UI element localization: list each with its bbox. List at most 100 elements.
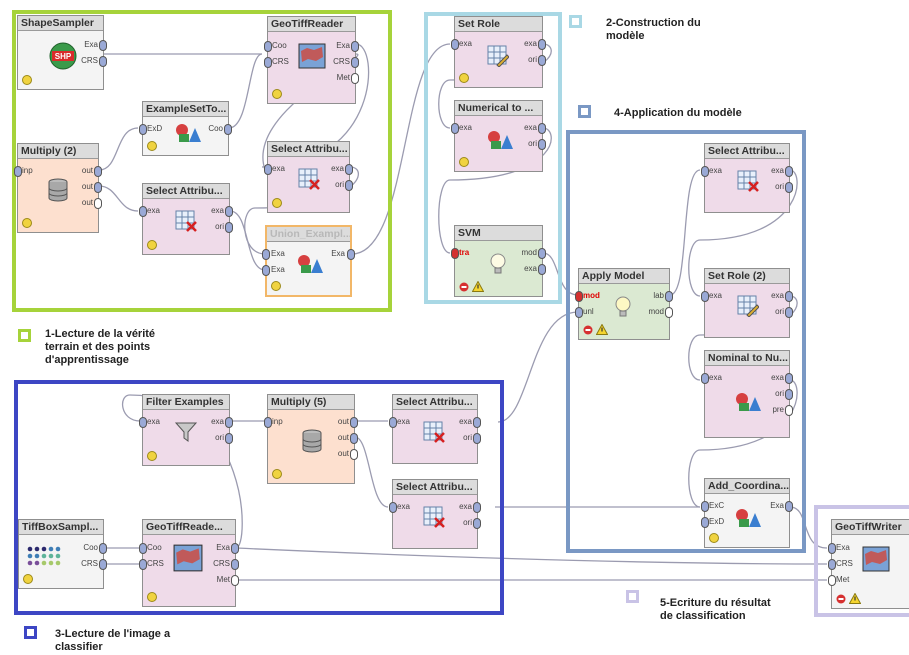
output-port[interactable] — [351, 57, 359, 68]
input-port[interactable] — [701, 501, 709, 512]
output-port[interactable] — [538, 55, 546, 66]
op-union-examples[interactable]: Union_Exampl... Exa Exa Exa — [262, 225, 355, 297]
output-port[interactable] — [473, 502, 481, 513]
output-port[interactable] — [538, 123, 546, 134]
op-set-role-2[interactable]: Set Role (2) exa exa ori — [701, 268, 793, 338]
input-port[interactable] — [139, 124, 147, 135]
output-port[interactable] — [351, 41, 359, 52]
input-port[interactable] — [701, 166, 709, 177]
input-port[interactable] — [575, 291, 583, 302]
input-port[interactable] — [14, 166, 22, 177]
op-shapesampler[interactable]: ShapeSampler Exa CRS SHP — [17, 15, 107, 90]
input-port[interactable] — [264, 41, 272, 52]
op-filter-examples[interactable]: Filter Examples exa exa ori — [139, 394, 233, 466]
output-port[interactable] — [785, 307, 793, 318]
input-port[interactable] — [139, 543, 147, 554]
op-examplesetto[interactable]: ExampleSetTo... ExD Coo — [139, 101, 232, 156]
output-port[interactable] — [351, 73, 359, 84]
op-geotiffreader-1[interactable]: GeoTiffReader Coo CRS Exa CRS Met — [264, 16, 359, 104]
output-port[interactable] — [225, 206, 233, 217]
op-multiply-2[interactable]: Multiply (2) inp out out out — [14, 143, 102, 233]
dot-grid-icon — [27, 546, 61, 566]
output-port[interactable] — [785, 373, 793, 384]
output-port[interactable] — [785, 182, 793, 193]
output-port[interactable] — [665, 291, 673, 302]
output-port[interactable] — [94, 166, 102, 177]
input-port[interactable] — [451, 123, 459, 134]
output-port[interactable] — [665, 307, 673, 318]
op-select-attributes-g4[interactable]: Select Attribu... exa exa ori — [701, 143, 793, 213]
op-select-attributes-g1b[interactable]: Select Attribu... exa exa ori — [264, 141, 353, 213]
input-port[interactable] — [701, 517, 709, 528]
input-port[interactable] — [828, 575, 836, 586]
output-port[interactable] — [347, 249, 355, 260]
output-port[interactable] — [350, 433, 358, 444]
output-port[interactable] — [345, 164, 353, 175]
input-port[interactable] — [701, 291, 709, 302]
output-port[interactable] — [224, 124, 232, 135]
output-port[interactable] — [225, 417, 233, 428]
group-5-label-line: 5-Ecriture du résultat — [660, 597, 771, 609]
output-port[interactable] — [231, 543, 239, 554]
op-select-attributes-g3b[interactable]: Select Attribu... exa exa ori — [389, 479, 481, 549]
output-port[interactable] — [350, 417, 358, 428]
port-label: exa — [272, 164, 285, 173]
output-port[interactable] — [785, 389, 793, 400]
output-port[interactable] — [785, 405, 793, 416]
output-port[interactable] — [785, 166, 793, 177]
output-port[interactable] — [99, 543, 107, 554]
input-port[interactable] — [389, 502, 397, 513]
input-port[interactable] — [451, 39, 459, 50]
input-port[interactable] — [575, 307, 583, 318]
output-port[interactable] — [785, 291, 793, 302]
output-port[interactable] — [231, 575, 239, 586]
output-port[interactable] — [99, 56, 107, 67]
input-port[interactable] — [139, 206, 147, 217]
op-set-role[interactable]: Set Role exa exa ori — [451, 16, 546, 88]
input-port[interactable] — [701, 373, 709, 384]
input-port[interactable] — [828, 559, 836, 570]
input-port[interactable] — [389, 417, 397, 428]
group-2-label: 2-Construction du modèle — [606, 17, 701, 43]
op-apply-model[interactable]: Apply Model mod unl lab mod — [575, 268, 673, 340]
op-geotiffwriter[interactable]: GeoTiffWriter Exa CRS Met — [828, 519, 909, 609]
op-select-attributes-g3a[interactable]: Select Attribu... exa exa ori — [389, 394, 481, 464]
output-port[interactable] — [225, 433, 233, 444]
op-multiply-5[interactable]: Multiply (5) inp out out out — [264, 394, 358, 484]
input-port[interactable] — [264, 164, 272, 175]
legend-square-g2 — [569, 15, 582, 28]
op-numerical-to[interactable]: Numerical to ... exa exa ori — [451, 100, 546, 172]
input-port[interactable] — [139, 417, 147, 428]
output-port[interactable] — [473, 417, 481, 428]
op-add-coordinates[interactable]: Add_Coordina... ExC ExD Exa — [701, 478, 793, 548]
output-port[interactable] — [345, 180, 353, 191]
input-port[interactable] — [262, 249, 270, 260]
output-port[interactable] — [473, 518, 481, 529]
output-port[interactable] — [231, 559, 239, 570]
op-tiffboxsampler[interactable]: TiffBoxSampl... Coo CRS — [18, 519, 107, 589]
output-port[interactable] — [538, 248, 546, 259]
input-port[interactable] — [828, 543, 836, 554]
output-port[interactable] — [785, 501, 793, 512]
output-port[interactable] — [94, 198, 102, 209]
input-port[interactable] — [451, 248, 459, 259]
output-port[interactable] — [473, 433, 481, 444]
output-port[interactable] — [94, 182, 102, 193]
op-svm[interactable]: SVM tra mod exa — [451, 225, 546, 297]
op-select-attributes-g1a[interactable]: Select Attribu... exa exa ori — [139, 183, 233, 255]
op-nominal-to-numerical[interactable]: Nominal to Nu... exa exa ori pre — [701, 350, 793, 438]
input-port[interactable] — [262, 265, 270, 276]
input-port[interactable] — [264, 417, 272, 428]
input-port[interactable] — [139, 559, 147, 570]
output-port[interactable] — [350, 449, 358, 460]
output-port[interactable] — [538, 139, 546, 150]
port-label: ExD — [709, 517, 725, 526]
output-port[interactable] — [225, 222, 233, 233]
op-geotiffreader-2[interactable]: GeoTiffReade... Coo CRS Exa CRS Met — [139, 519, 239, 607]
output-port[interactable] — [538, 39, 546, 50]
output-port[interactable] — [538, 264, 546, 275]
input-port[interactable] — [264, 57, 272, 68]
output-port[interactable] — [99, 40, 107, 51]
output-port[interactable] — [99, 559, 107, 570]
port-label: out — [81, 198, 93, 207]
